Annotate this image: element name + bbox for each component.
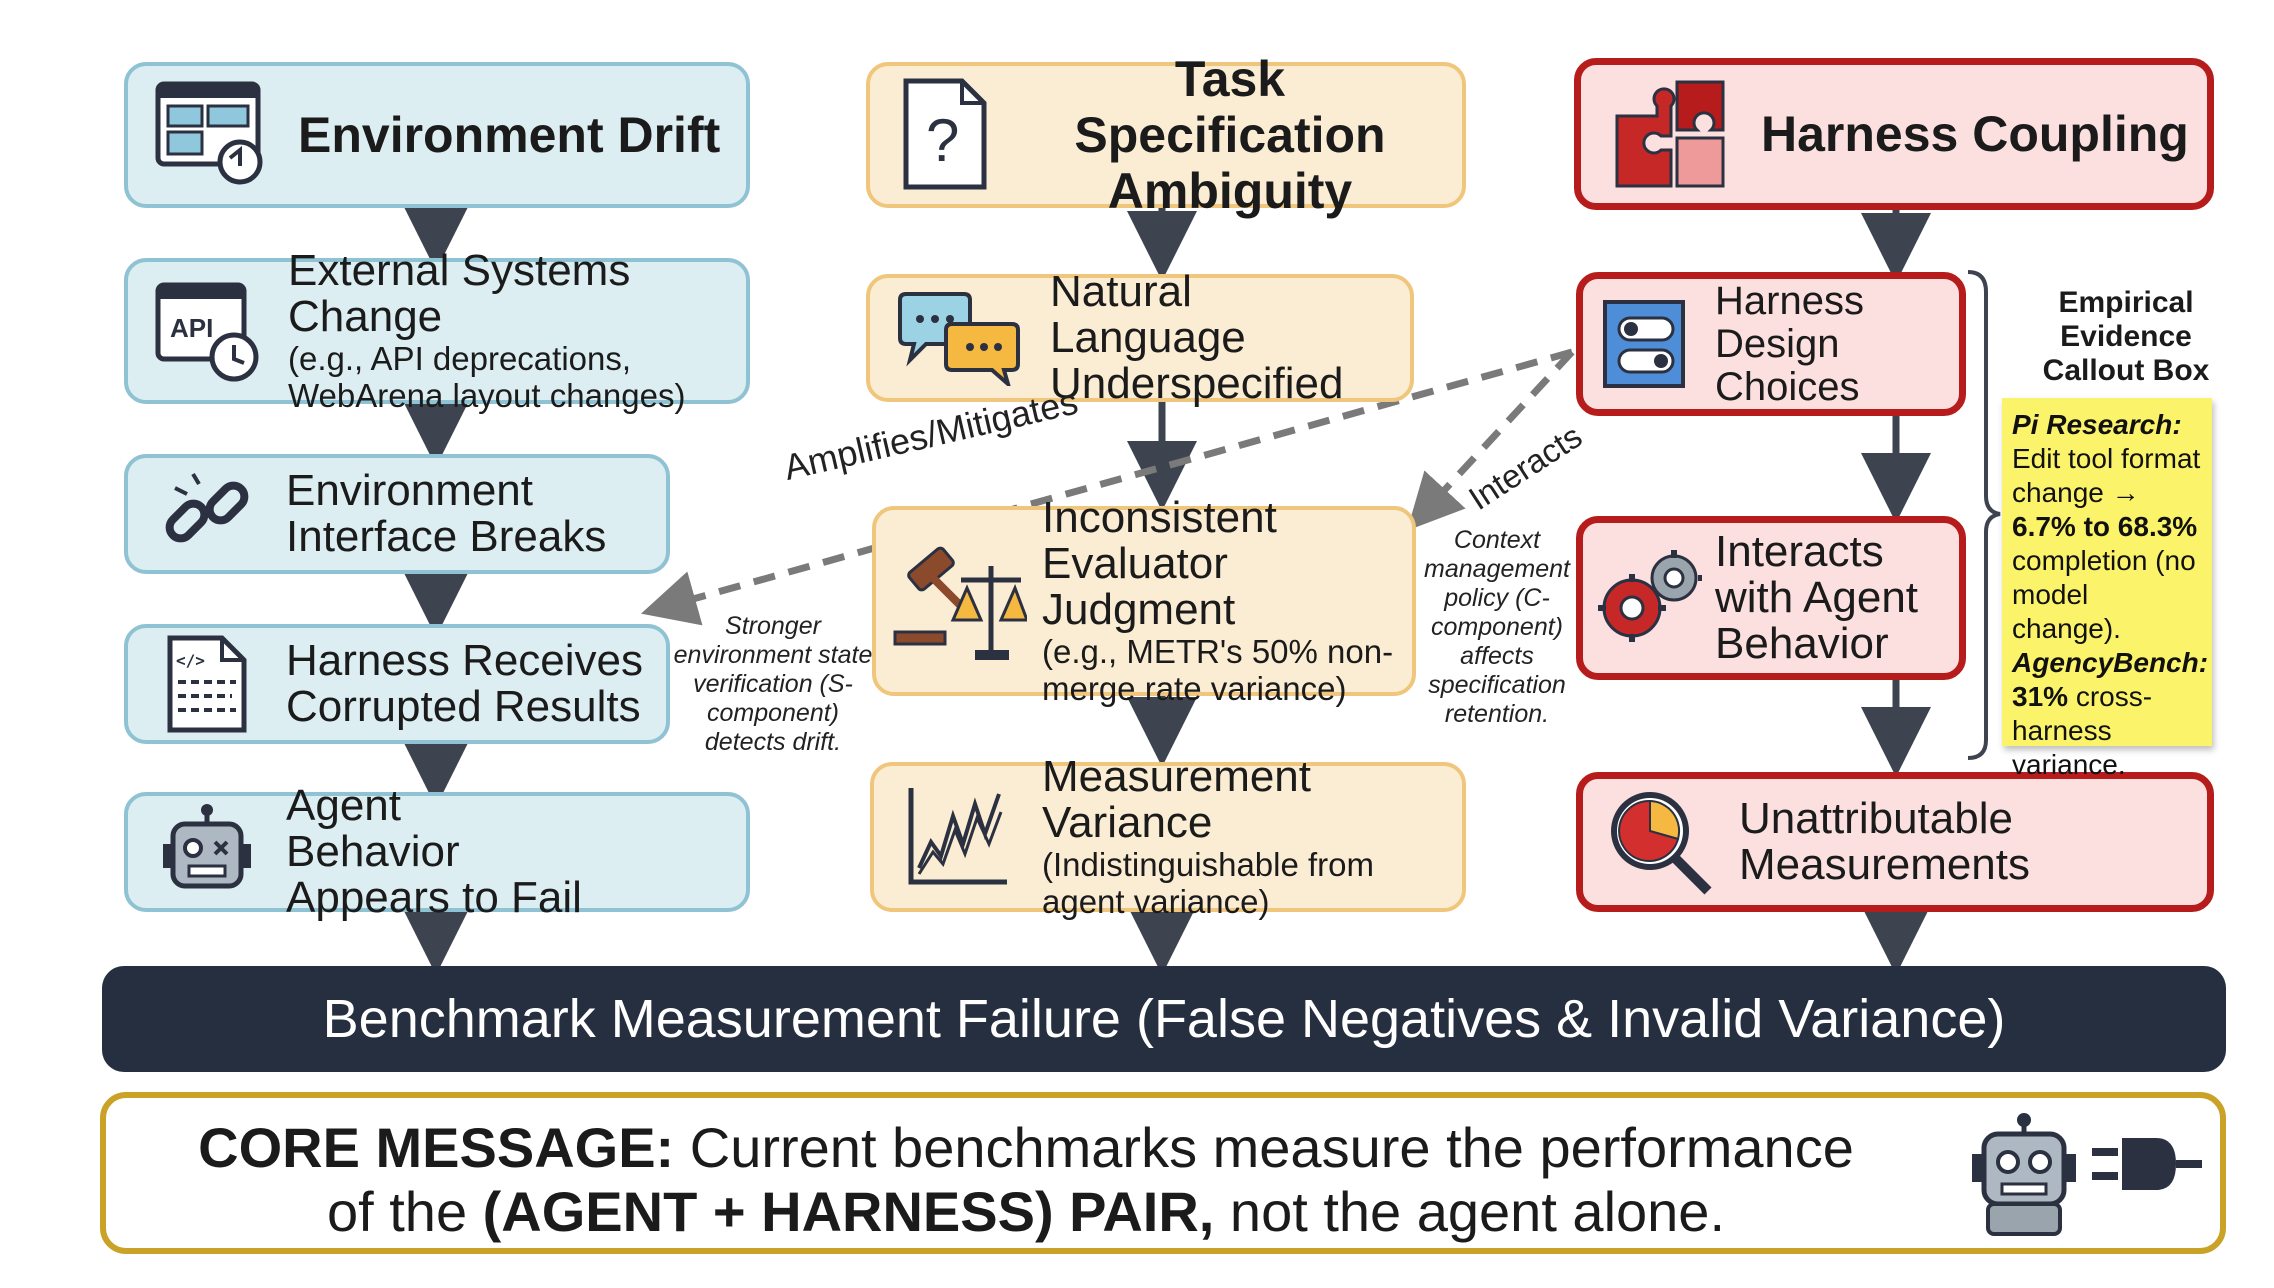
env-step-1-title: External Systems Change <box>288 246 631 341</box>
gears-icon <box>1583 546 1715 650</box>
core-line1: Current benchmarks measure the performan… <box>689 1116 1854 1179</box>
harness-step-2-title: Interacts with Agent Behavior <box>1715 527 1919 668</box>
harness-step-1-title: Harness Design Choices <box>1715 278 1864 409</box>
broken-chain-icon <box>128 464 286 564</box>
harness-step-3-title: Unattributable Measurements <box>1739 794 2031 889</box>
dashed-arrow-amplifies <box>641 348 1573 626</box>
callout-ab-tail: cross-harness variance. <box>2012 681 2153 780</box>
harness-step-2: Interacts with Agent Behavior <box>1576 516 1966 680</box>
question-document-icon: ? <box>870 77 1020 193</box>
svg-text:?: ? <box>926 107 959 174</box>
task-step-1: Natural Language Underspecified <box>866 269 1414 407</box>
task-step-3: Measurement Variance (Indistinguishable … <box>870 754 1466 920</box>
env-step-3: </> Harness Receives Corrupted Results <box>124 624 670 744</box>
puzzle-icon <box>1581 76 1761 192</box>
task-step-1-title: Natural Language Underspecified <box>1050 267 1344 408</box>
callout-brace <box>1967 270 2001 760</box>
corrupted-document-icon: </> <box>128 634 286 734</box>
harness-step-3: Unattributable Measurements <box>1576 772 2214 912</box>
harness-header-title: Harness Coupling <box>1761 106 2189 162</box>
task-step-2-sub: (e.g., METR's 50% non-merge rate varianc… <box>1042 633 1394 707</box>
callout-pi-tail: completion (no model change). <box>2012 545 2196 644</box>
task-header-box: ? Task Specification Ambiguity <box>866 51 1466 219</box>
line-chart-icon <box>874 782 1042 892</box>
note-stronger-verification: Stronger environment state verification … <box>673 612 873 756</box>
env-step-2-title: Environment Interface Breaks <box>286 466 607 561</box>
callout-pi-value: 6.7% to 68.3% <box>2012 511 2198 542</box>
env-header-box: Environment Drift <box>124 62 750 208</box>
core-line2-bold: (AGENT + HARNESS) PAIR, <box>482 1180 1215 1243</box>
task-step-3-title: Measurement Variance <box>1042 752 1312 847</box>
magnifier-pie-icon <box>1583 787 1739 897</box>
env-step-4: Agent Behavior Appears to Fail <box>124 783 750 921</box>
task-step-3-sub: (Indistinguishable from agent variance) <box>1042 846 1374 920</box>
core-message-text: CORE MESSAGE: Current benchmarks measure… <box>106 1116 1946 1244</box>
toggle-settings-icon <box>1583 294 1715 394</box>
core-line2-pre: of the <box>326 1180 468 1243</box>
svg-text:</>: </> <box>176 651 205 670</box>
env-step-2: Environment Interface Breaks <box>124 454 670 574</box>
robot-plug-icon <box>1966 1112 2206 1247</box>
env-header-title: Environment Drift <box>298 107 721 163</box>
task-header-title: Task Specification Ambiguity <box>1074 51 1386 219</box>
note-context-management: Context management policy (C-component) … <box>1424 526 1570 728</box>
robot-icon <box>128 802 286 902</box>
task-step-3-text: Measurement Variance (Indistinguishable … <box>1042 752 1452 921</box>
env-step-1-sub: (e.g., API deprecations, WebArena layout… <box>288 340 686 414</box>
callout-ab-value: 31% <box>2012 681 2069 712</box>
gavel-scale-icon <box>876 536 1042 666</box>
core-label: CORE MESSAGE: <box>198 1116 675 1179</box>
callout-ab-label: AgencyBench: <box>2012 647 2209 678</box>
env-step-3-title: Harness Receives Corrupted Results <box>286 636 644 731</box>
api-clock-icon: API <box>128 275 288 387</box>
failure-bar: Benchmark Measurement Failure (False Neg… <box>102 966 2226 1072</box>
harness-header-box: Harness Coupling <box>1574 58 2214 210</box>
callout-pi-label: Pi Research: <box>2012 409 2182 440</box>
callout-pi-text: Edit tool format change → <box>2012 443 2201 508</box>
harness-step-1: Harness Design Choices <box>1576 272 1966 416</box>
browser-sync-icon <box>128 80 298 190</box>
task-step-2-text: Inconsistent Evaluator Judgment (e.g., M… <box>1042 493 1402 708</box>
env-step-1: API External Systems Change (e.g., API d… <box>124 248 750 414</box>
callout-title: Empirical Evidence Callout Box <box>2042 286 2210 387</box>
failure-bar-text: Benchmark Measurement Failure (False Neg… <box>322 989 2006 1049</box>
env-step-4-title: Agent Behavior Appears to Fail <box>286 781 582 922</box>
env-step-1-text: External Systems Change (e.g., API depre… <box>288 246 746 415</box>
evidence-callout-box: Pi Research: Edit tool format change → 6… <box>2002 398 2212 780</box>
chat-bubbles-icon <box>870 290 1050 386</box>
svg-text:API: API <box>170 313 213 343</box>
task-step-2-title: Inconsistent Evaluator Judgment <box>1042 493 1277 634</box>
task-step-2: Inconsistent Evaluator Judgment (e.g., M… <box>872 495 1416 707</box>
core-line2-post: not the agent alone. <box>1229 1180 1726 1243</box>
core-message-box: CORE MESSAGE: Current benchmarks measure… <box>100 1092 2226 1254</box>
